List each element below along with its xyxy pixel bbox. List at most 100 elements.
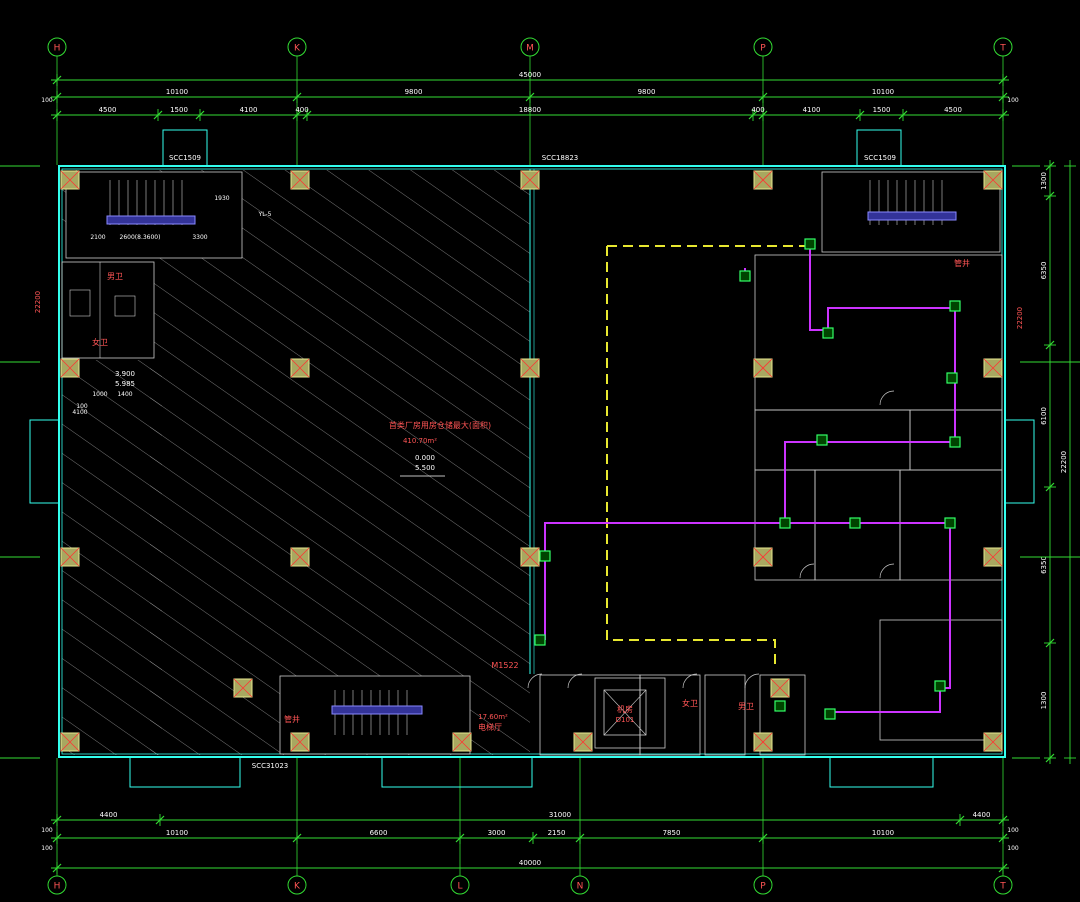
protrusion-top-left xyxy=(162,129,208,167)
dim-bottom-row2-slash xyxy=(758,833,768,843)
column-x xyxy=(753,170,773,190)
column-x xyxy=(233,678,253,698)
dim-top-row2-value: 10100 xyxy=(166,88,188,96)
axis-bottom-1-letter: K xyxy=(294,882,301,892)
door-arc-6 xyxy=(744,673,760,689)
dim-top-row3-value: 400 xyxy=(295,106,308,114)
valve-6 xyxy=(816,434,828,446)
dim-bottom-row2-slash xyxy=(528,833,538,843)
axis-top-1-letter: K xyxy=(294,44,301,54)
dim-top-row3-value: 4100 xyxy=(240,106,258,114)
dim-left-side: 22200 xyxy=(34,291,42,313)
axis-bottom-2-letter: L xyxy=(457,882,462,892)
label-scc-top-center: SCC18823 xyxy=(542,154,579,162)
label-equipment-code: D101 xyxy=(616,716,635,724)
valve-10 xyxy=(539,550,551,562)
valve-7 xyxy=(779,517,791,529)
dim-right-value: 6350 xyxy=(1040,262,1048,280)
dim-top-row2-value: 9800 xyxy=(638,88,656,96)
stair-block-tl xyxy=(65,171,243,259)
pipes xyxy=(534,238,961,720)
cover-stair-tl xyxy=(66,172,242,258)
column-x xyxy=(573,732,593,752)
room-8 xyxy=(704,674,746,756)
toilet-block-left xyxy=(61,261,155,359)
fixture xyxy=(114,295,136,317)
label-elevator-area: 17.60m² xyxy=(478,713,508,721)
stair-rail xyxy=(867,211,957,221)
dim-top-row3-slash xyxy=(898,110,908,120)
column-x xyxy=(520,547,540,567)
column-x xyxy=(983,358,1003,378)
dim-top-row3-value: 1500 xyxy=(170,106,188,114)
dim-bottom-row2-value: 10100 xyxy=(872,829,894,837)
axis-top-4-letter: T xyxy=(999,44,1006,54)
axis-top-0-letter: H xyxy=(54,44,61,54)
dim-right-value: 1300 xyxy=(1040,692,1048,710)
columns xyxy=(60,170,1003,752)
protrusion-right xyxy=(1004,419,1035,504)
dim-top-row3-slash xyxy=(302,110,312,120)
dashed-boundary xyxy=(606,245,812,665)
walls xyxy=(29,129,1035,788)
column-x xyxy=(520,170,540,190)
axis-bottom-4-letter: P xyxy=(760,882,766,892)
dim-right-slash xyxy=(1045,340,1055,350)
valve-11 xyxy=(534,634,546,646)
dim-top-edge-left: 100 xyxy=(41,97,53,104)
column-x xyxy=(770,678,790,698)
valve-0 xyxy=(804,238,816,250)
door-arc-1 xyxy=(799,563,815,579)
label-lvl-3900: 3.900 xyxy=(115,370,135,378)
dim-bottom-row1-value: 4400 xyxy=(973,811,991,819)
column-x xyxy=(290,547,310,567)
dim-top-row3-slash xyxy=(52,110,62,120)
dim-top-row3-value: 1500 xyxy=(873,106,891,114)
label-hall-area: 410.70m² xyxy=(403,437,437,445)
axis-bottom-3-letter: N xyxy=(577,882,584,892)
column-x xyxy=(753,732,773,752)
label-yl: YL-5 xyxy=(258,211,272,218)
dim-bottom-overall-slash xyxy=(52,863,62,873)
valve-9 xyxy=(944,517,956,529)
dim-bottom-row1-value: 31000 xyxy=(549,811,571,819)
dim-bottom-row1-slash xyxy=(155,815,165,825)
label-toilet-m: 男卫 xyxy=(738,702,754,711)
dim-bottom-row2-slash xyxy=(575,833,585,843)
dim-bottom-row2-slash xyxy=(998,833,1008,843)
hatched-area xyxy=(62,170,530,755)
dim-right-slash xyxy=(1045,753,1055,763)
dim-bottom-row2-slash xyxy=(455,833,465,843)
dim-bottom-row2-value: 3000 xyxy=(488,829,506,837)
valve-3 xyxy=(949,300,961,312)
column-x xyxy=(290,732,310,752)
label-elev-level: 0.000 xyxy=(415,454,435,462)
dim-top-row2-value: 9800 xyxy=(405,88,423,96)
dim-bottom-row2-value: 6600 xyxy=(370,829,388,837)
label-2100: 2100 xyxy=(90,234,105,241)
axis-top-2-letter: M xyxy=(526,44,534,54)
dim-top-row3-value: 4100 xyxy=(803,106,821,114)
valve-2 xyxy=(822,327,834,339)
dim-top-row3-slash xyxy=(998,110,1008,120)
dim-top-row3-slash xyxy=(292,110,302,120)
column-x xyxy=(983,732,1003,752)
dim-bottom-edge: 100 xyxy=(41,827,53,834)
label-1400: 1400 xyxy=(117,391,132,398)
dim-bottom-row1-slash xyxy=(998,815,1008,825)
label-equipment: 机房 xyxy=(617,704,633,714)
axis-bottom-5-letter: T xyxy=(999,882,1006,892)
label-4100: 4100 xyxy=(72,409,87,416)
dim-top-overall-slash xyxy=(998,75,1008,85)
column-x xyxy=(452,732,472,752)
dim-bottom-row2-slash xyxy=(52,833,62,843)
door-arc-2 xyxy=(879,563,895,579)
dim-bottom-edge: 100 xyxy=(41,845,53,852)
dim-bottom-row2-value: 2150 xyxy=(548,829,566,837)
label-2600: 2600(8.3600) xyxy=(120,234,161,241)
label-toilet-f: 女卫 xyxy=(682,698,698,708)
hatch-main xyxy=(150,170,530,755)
